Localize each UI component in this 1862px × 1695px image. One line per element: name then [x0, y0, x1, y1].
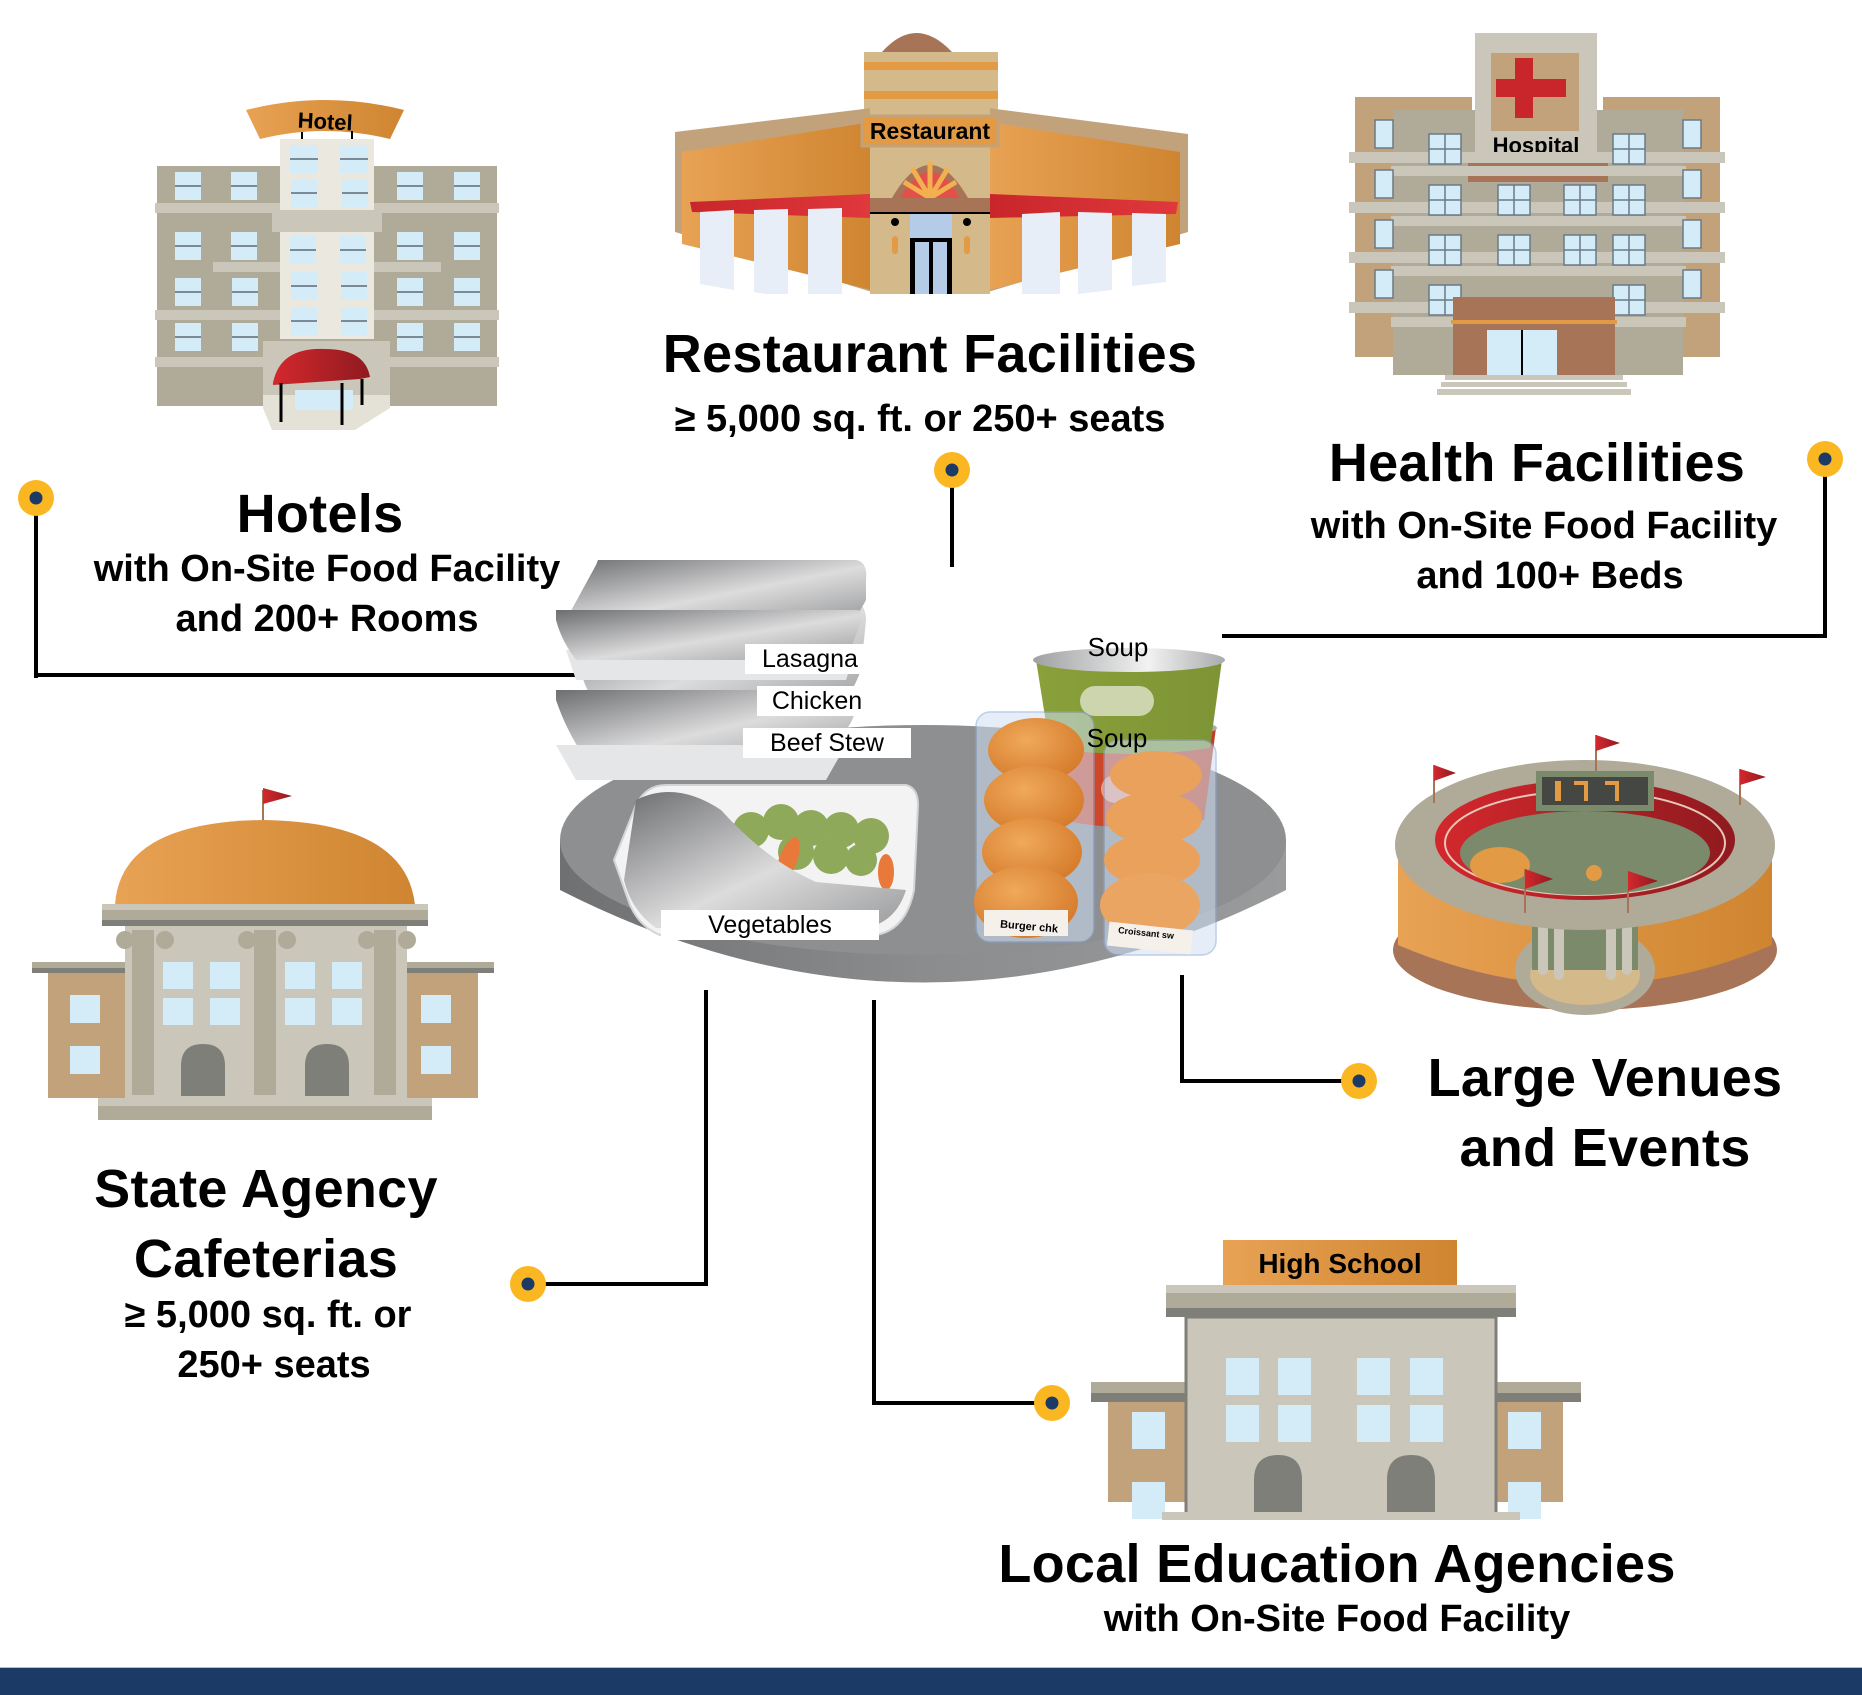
hotels-title: Hotels	[236, 484, 404, 544]
lea-connector-dot	[1034, 1385, 1070, 1421]
hotels-subtitle-line-2: and 200+ Rooms	[175, 598, 479, 640]
venues-title-line-2: and Events	[1459, 1118, 1751, 1178]
stadium-icon	[1393, 735, 1777, 1015]
restaurant-sign-text: Restaurant	[870, 118, 990, 144]
burger-packs	[974, 711, 1095, 943]
container-label-chicken: Chicken	[757, 686, 877, 716]
restaurant-subtitle: ≥ 5,000 sq. ft. or 250+ seats	[674, 398, 1166, 440]
health-subtitle-line-2: and 100+ Beds	[1416, 555, 1684, 597]
state-agency-connector-vertical	[704, 990, 708, 1286]
lea-title: Local Education Agencies	[998, 1534, 1676, 1594]
croissant-packs	[1100, 739, 1217, 956]
hotels-connector-vertical	[34, 498, 38, 678]
venues-connector-horizontal	[1180, 1079, 1360, 1083]
restaurant-connector	[950, 470, 954, 567]
health-connector-dot	[1807, 441, 1843, 477]
restaurant-title: Restaurant Facilities	[662, 324, 1198, 384]
health-connector-vertical	[1823, 459, 1827, 638]
state-agency-subtitle-line-2: 250+ seats	[177, 1344, 371, 1386]
state-agency-connector-horizontal	[528, 1282, 708, 1286]
school-sign-text: High School	[1258, 1248, 1421, 1279]
footer-bar	[0, 1667, 1862, 1695]
health-connector-horizontal	[1222, 634, 1827, 638]
lea-connector-vertical	[872, 1000, 876, 1404]
capitol-building-icon	[32, 788, 494, 1120]
hotel-building-icon: Hotel	[155, 100, 499, 430]
hospital-building-icon: Hospital	[1349, 33, 1725, 395]
restaurant-building-icon: Restaurant	[675, 33, 1188, 294]
container-label-vegetables: Vegetables	[661, 910, 879, 940]
state-agency-connector-dot	[510, 1266, 546, 1302]
food-table-icon	[556, 560, 1286, 983]
health-subtitle-line-1: with On-Site Food Facility	[1310, 505, 1778, 547]
vegetables-icon	[723, 804, 894, 890]
lea-subtitle: with On-Site Food Facility	[1103, 1598, 1571, 1640]
venues-title-line-1: Large Venues	[1427, 1048, 1783, 1108]
state-agency-title-line-2: Cafeterias	[133, 1229, 399, 1289]
venues-connector-dot	[1341, 1063, 1377, 1099]
state-agency-title-line-1: State Agency	[94, 1159, 438, 1219]
restaurant-connector-dot	[934, 452, 970, 488]
soup-label-red: Soup	[1086, 723, 1148, 753]
hotels-connector-dot	[18, 480, 54, 516]
venues-connector-vertical	[1180, 975, 1184, 1081]
hotel-sign-text: Hotel	[297, 108, 353, 136]
state-agency-subtitle-line-1: ≥ 5,000 sq. ft. or	[124, 1294, 412, 1336]
container-label-lasagna: Lasagna	[745, 644, 875, 674]
school-building-icon: High School	[1091, 1240, 1581, 1520]
container-label-beef-stew: Beef Stew	[743, 728, 911, 758]
lea-connector-horizontal	[872, 1401, 1052, 1405]
hotels-subtitle-line-1: with On-Site Food Facility	[93, 548, 561, 590]
hotels-connector-horizontal	[34, 673, 662, 677]
soup-label-green: Soup	[1087, 632, 1149, 662]
health-title: Health Facilities	[1328, 433, 1746, 493]
